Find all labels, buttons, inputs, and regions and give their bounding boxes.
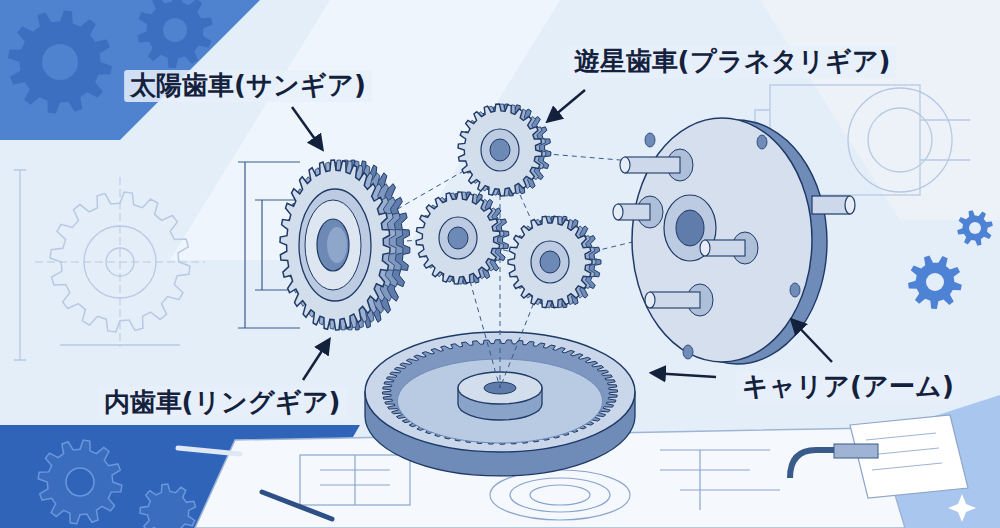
bolt-hole — [645, 133, 655, 147]
paper-circle — [510, 478, 610, 512]
gear-illustration — [8, 0, 993, 528]
leader-arrow — [792, 320, 832, 362]
carrier-pin — [645, 284, 713, 316]
pin-body — [705, 240, 745, 256]
planet-gear — [416, 192, 509, 284]
planet-hub — [531, 241, 569, 283]
pin-end — [645, 292, 655, 308]
icon-gear — [957, 210, 993, 246]
icon-gear — [908, 256, 962, 309]
paper-lines — [660, 450, 780, 510]
part-label: 内歯車(リングギア) — [98, 387, 347, 419]
ring-gear-floor — [397, 359, 602, 443]
pin-body — [650, 292, 700, 308]
paper-rect — [300, 455, 410, 505]
gear-hole — [969, 222, 981, 234]
background-gear — [8, 10, 112, 114]
bolt-hole — [790, 283, 800, 297]
planet-gear — [508, 216, 601, 308]
leader-arrow — [548, 90, 585, 121]
sparkle — [948, 494, 976, 522]
planet-gears — [416, 104, 601, 308]
sun-gear — [280, 160, 410, 330]
sun-hub-ring — [305, 200, 361, 290]
part-label: 太陽歯車(サンギア) — [124, 70, 372, 102]
micrometer-barrel — [834, 444, 878, 458]
desk-items — [178, 415, 976, 522]
leader-arrow — [652, 373, 716, 377]
dimension-line — [244, 162, 245, 328]
carrier-pin — [620, 149, 693, 181]
planet-gear-face — [416, 192, 500, 284]
gear-hole — [42, 44, 78, 80]
gear-hole — [66, 468, 94, 496]
planet-hub — [481, 129, 519, 171]
motor-circle — [848, 88, 952, 192]
ring-gear-teeth — [383, 340, 618, 444]
ring-gear — [365, 332, 635, 476]
paper-circle — [490, 470, 630, 520]
planet-gear — [458, 104, 551, 196]
background-gear — [137, 0, 212, 68]
paper-circle — [530, 485, 590, 505]
pin-body — [625, 157, 680, 173]
sun-bore — [317, 219, 349, 271]
shaft-end — [845, 196, 855, 214]
extension-line — [238, 162, 300, 163]
carrier-face — [632, 118, 812, 362]
planet-gear-face — [508, 216, 592, 308]
faint-blueprint — [14, 85, 970, 360]
center-line — [120, 177, 121, 347]
leader-arrows — [292, 90, 832, 380]
planet-hub — [439, 217, 477, 259]
carrier-hub — [664, 195, 716, 261]
leader-arrow — [303, 340, 329, 380]
background-gear — [140, 484, 195, 528]
motor-circle — [868, 108, 932, 172]
carrier-shaft — [812, 196, 850, 214]
bolt-hole — [757, 135, 767, 149]
dimension-line — [261, 200, 262, 290]
micrometer-frame — [790, 450, 834, 478]
background-gear — [38, 440, 122, 524]
pin-end — [700, 240, 710, 256]
pencil — [178, 448, 240, 454]
sun-hub — [299, 189, 371, 301]
sun-bore-inner — [327, 227, 347, 263]
planet-bore — [490, 139, 510, 161]
leader-arrow — [292, 107, 322, 149]
gear-hole — [926, 273, 944, 291]
planet-bore — [448, 227, 468, 249]
carrier-bore — [676, 210, 704, 246]
carrier-pin — [613, 196, 663, 228]
pin-end — [613, 204, 623, 220]
background-gears — [8, 0, 993, 528]
paper-lines — [320, 455, 390, 505]
carrier-pin — [700, 232, 758, 264]
bolt-hole — [683, 345, 693, 359]
carrier — [613, 118, 855, 364]
gear-hole — [163, 18, 187, 42]
planet-bore — [540, 251, 560, 273]
extension-line — [255, 200, 300, 201]
pin-end — [620, 157, 630, 173]
part-label: キャリア(アーム) — [736, 371, 960, 403]
pen — [262, 492, 332, 519]
extension-line — [238, 328, 300, 329]
part-label: 遊星歯車(プラネタリギア) — [568, 46, 897, 78]
planet-gear-face — [458, 104, 542, 196]
sun-gear-face — [280, 160, 390, 330]
